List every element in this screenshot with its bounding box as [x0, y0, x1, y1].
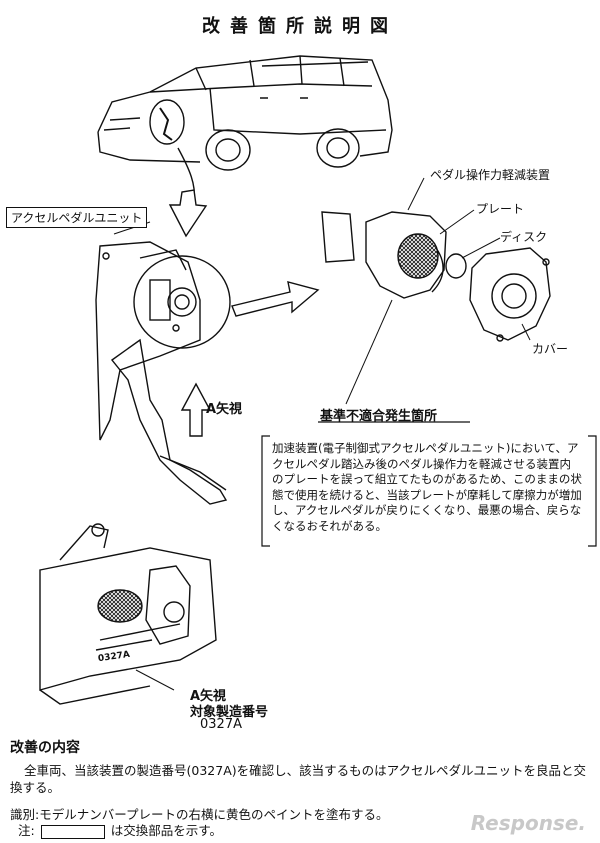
view-a-label-bottom: A矢視: [190, 689, 227, 704]
zoom-marker: [149, 99, 185, 145]
right-arrow: [231, 281, 320, 317]
reduction-device-label: ペダル操作力軽減装置: [430, 168, 551, 182]
watermark: Response.: [470, 811, 586, 835]
improvement-heading: 改善の内容: [10, 740, 80, 756]
improvement-body: 全車両、当該装置の製造番号(0327A)を確認し、該当するものはアクセルペダルユ…: [10, 763, 586, 795]
view-a-arrow: [180, 382, 212, 437]
pedal-unit-illustration: [95, 241, 231, 505]
legend-box: [40, 824, 105, 839]
note-bracket: [261, 435, 597, 547]
defect-note: 加速装置(電子制御式アクセルペダルユニット)において、アクセルペダル踏込み後のペ…: [272, 441, 582, 533]
defect-location-label: 基準不適合発生箇所: [320, 409, 438, 424]
exploded-device-illustration: [321, 211, 551, 342]
page-title: 改善箇所説明図: [202, 16, 398, 37]
target-serial-label: 対象製造番号: [190, 705, 269, 720]
pedal-unit-label: アクセルペダルユニット: [6, 207, 148, 228]
car-illustration: [97, 55, 393, 171]
replacement-note: 注: は交換部品を示す。: [18, 822, 222, 839]
down-arrow: [168, 189, 208, 238]
identification-text: 識別:モデルナンバープレートの右横に黄色のペイントを塗布する。: [10, 807, 389, 822]
plate-label: プレート: [476, 202, 525, 216]
leader-lines: [113, 177, 531, 405]
serial-number: 0327A: [200, 717, 242, 732]
note-suffix: は交換部品を示す。: [110, 823, 222, 838]
bottom-view-illustration: [39, 523, 217, 705]
view-a-label-top: A矢視: [206, 402, 243, 417]
cover-label: カバー: [532, 342, 569, 356]
disk-label: ディスク: [500, 230, 548, 244]
note-prefix: 注:: [18, 823, 35, 838]
